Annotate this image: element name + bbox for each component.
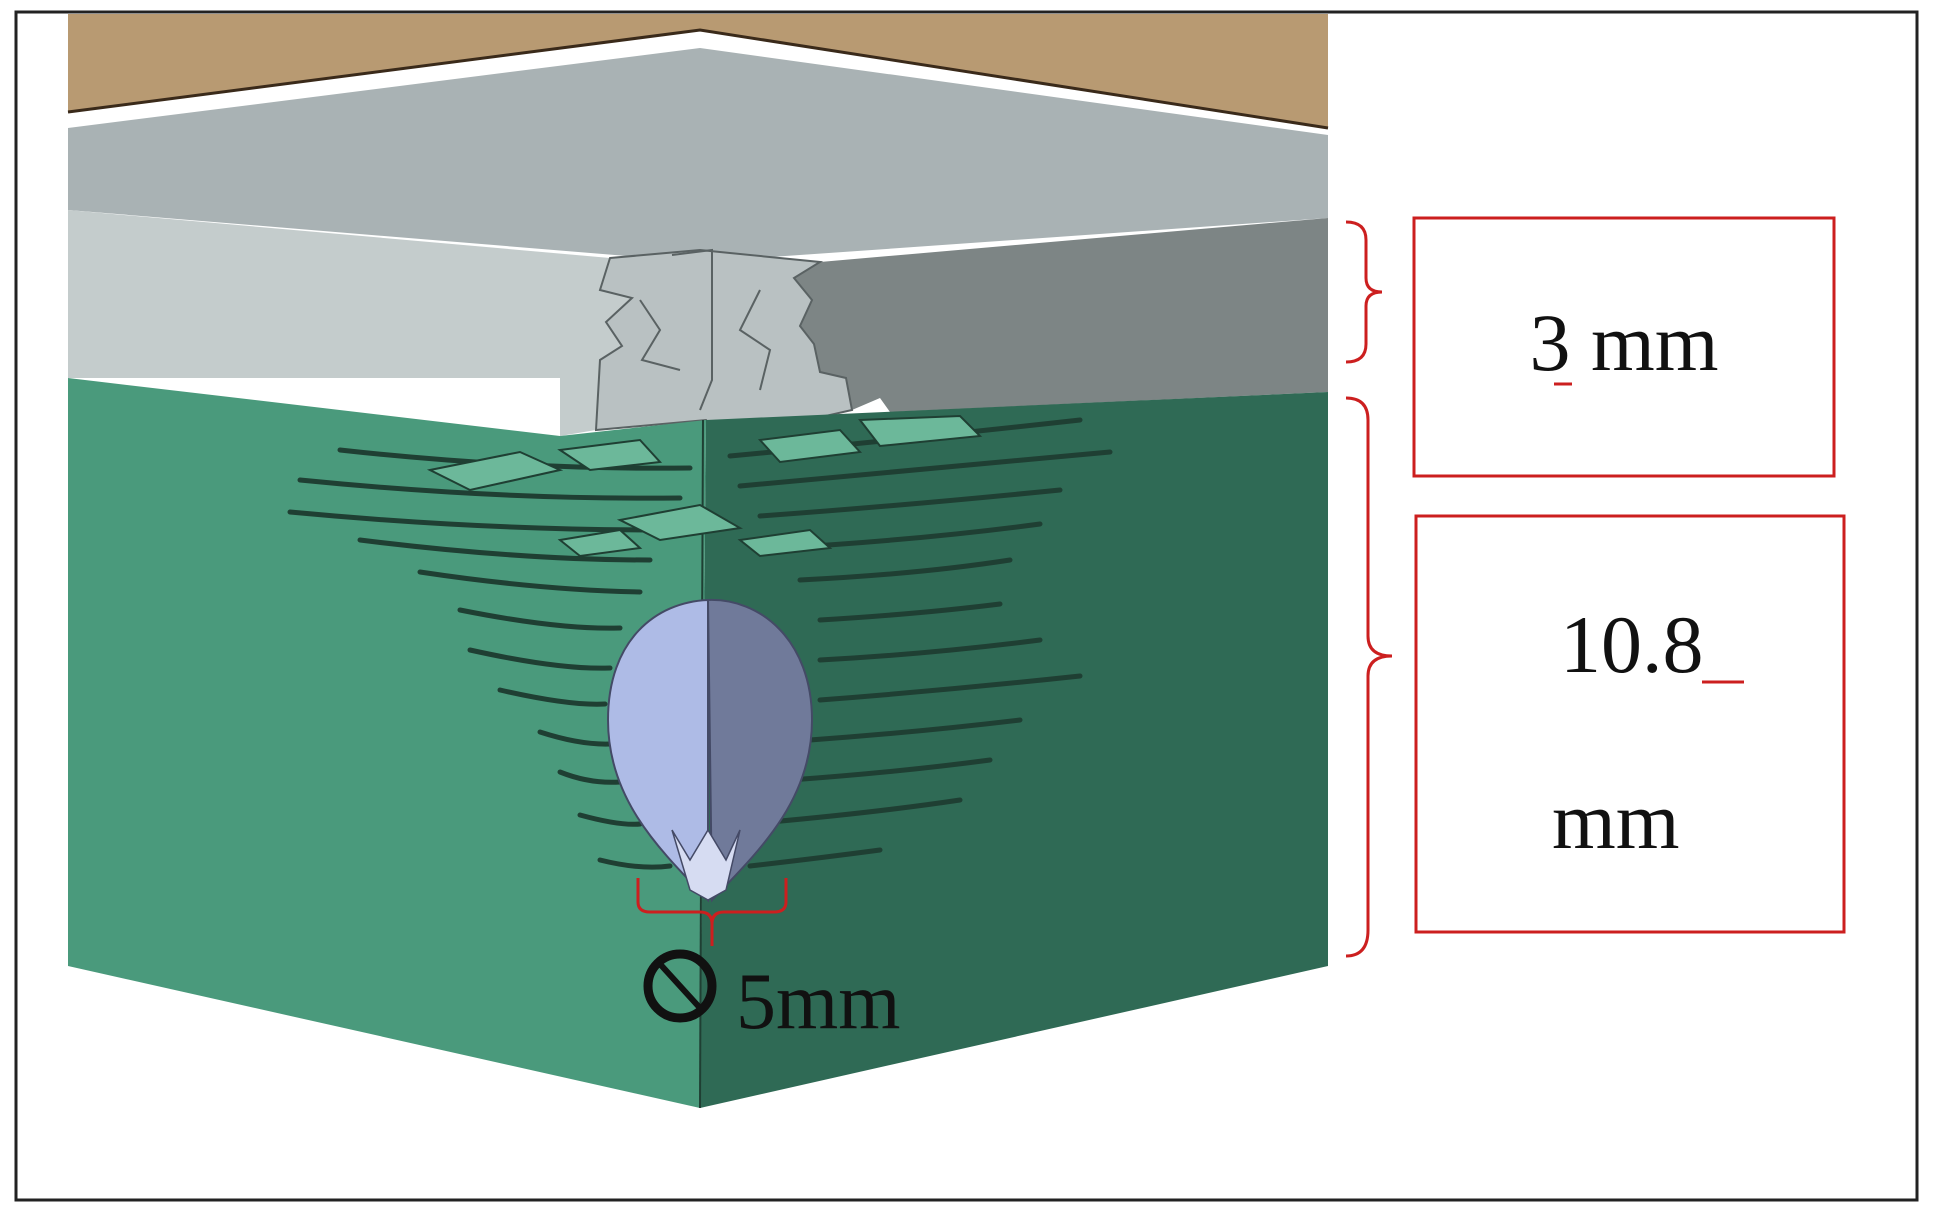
top-layer-brace xyxy=(1345,220,1383,364)
diameter-symbol-icon xyxy=(643,949,717,1023)
green-laminate-right-face xyxy=(700,392,1328,1108)
grey-plate-top-surface xyxy=(68,48,1328,262)
grey-plate-crater xyxy=(594,248,854,442)
bottom-thickness-value: 10.8 xyxy=(1560,599,1704,690)
delamination-cracks xyxy=(287,417,1113,870)
top-thickness-label: 3 mm xyxy=(1529,297,1718,388)
projectile-icon xyxy=(606,598,814,903)
debris-fragments xyxy=(426,414,983,558)
grey-plate-front-left xyxy=(68,210,632,436)
tan-top-layer xyxy=(68,14,1328,128)
grey-plate-crater-fold-2 xyxy=(639,299,681,371)
grey-plate-front-right xyxy=(794,218,1328,412)
diameter-label: 5mm xyxy=(736,958,900,1046)
grey-plate-crater-fold xyxy=(671,248,713,411)
green-laminate-left-face xyxy=(68,378,706,1108)
bottom-thickness-unit: mm xyxy=(1552,775,1680,866)
tan-top-edge xyxy=(67,28,1329,130)
bottom-thickness-box xyxy=(1414,514,1846,934)
top-thickness-box xyxy=(1412,216,1836,478)
bottom-layer-brace xyxy=(1345,396,1393,958)
grey-plate-crater-fold-3 xyxy=(738,289,772,391)
